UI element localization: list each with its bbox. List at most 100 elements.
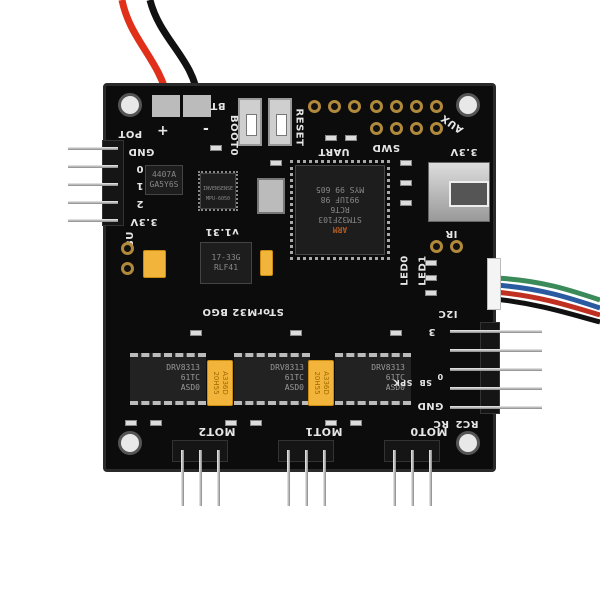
- capacitor-code: A336D: [322, 371, 330, 395]
- header-pin: [68, 201, 118, 204]
- header-pin: [181, 450, 184, 506]
- mosfet-model: 4407A: [151, 170, 177, 179]
- i2c-cable-red: [494, 289, 600, 318]
- boot0-label: BOOT0: [227, 115, 239, 156]
- capacitor-marking: A336D 20H55: [308, 360, 334, 406]
- crystal: [257, 178, 285, 214]
- smd-resistor: [150, 420, 162, 426]
- header-pin: [68, 147, 118, 150]
- tantalum-capacitor: [260, 250, 273, 276]
- imu-brand: INVENSENSE: [202, 186, 234, 192]
- uart-pad: [308, 100, 321, 113]
- smd-resistor: [290, 330, 302, 336]
- header-pin: [199, 450, 202, 506]
- driver-code: ASD0: [385, 383, 405, 392]
- boot0-button[interactable]: [238, 98, 262, 146]
- v33-left-label: 3.3V: [130, 216, 158, 227]
- plus-label: +: [157, 123, 170, 139]
- swd-pad: [410, 122, 423, 135]
- regulator-lot: RLF41: [213, 263, 239, 272]
- aux-pad: [370, 100, 383, 113]
- driver-model: DRV8313: [371, 363, 405, 372]
- sb-label: SB: [419, 378, 432, 387]
- tantalum-capacitor: A336D 20H55: [308, 360, 334, 406]
- header-pin: [450, 387, 542, 390]
- led0-label: LED0: [399, 255, 411, 286]
- mcu-brand: ARM: [332, 225, 348, 234]
- smd-resistor: [190, 330, 202, 336]
- ir-pad: [450, 240, 463, 253]
- header-pin: [68, 219, 118, 222]
- pot-label: POT: [118, 128, 143, 139]
- reset-button[interactable]: [268, 98, 292, 146]
- usb-port-opening: [449, 181, 489, 207]
- voltage-regulator: 17-33G RLF41: [200, 242, 252, 284]
- smd-resistor: [125, 420, 137, 426]
- driver-lot: 61TC: [385, 373, 405, 382]
- smd-resistor: [350, 420, 362, 426]
- i2c-connector[interactable]: [487, 258, 501, 310]
- smd-resistor: [345, 135, 357, 141]
- motor-driver-chip-mot0: DRV8313 61TC ASD0: [335, 353, 411, 405]
- driver-model: DRV8313: [270, 363, 304, 372]
- i2c-cable-green: [494, 275, 600, 303]
- header-pin: [450, 368, 542, 371]
- mcu-package: RCT6: [330, 205, 350, 214]
- uart-pad: [328, 100, 341, 113]
- pin0-label: 0: [136, 163, 144, 174]
- aux-pad: [430, 100, 443, 113]
- pin2-label: 2: [136, 198, 144, 209]
- imu-chip: INVENSENSE MPU-6050: [198, 171, 238, 211]
- swd-pad: [430, 122, 443, 135]
- ir-pad: [430, 240, 443, 253]
- capacitor-lot: 20H55: [212, 371, 220, 395]
- i2c-cable-blue: [494, 282, 600, 311]
- header-pin: [68, 165, 118, 168]
- header-pin: [217, 450, 220, 506]
- header-pin: [450, 330, 542, 333]
- mot1-label: MOT1: [305, 425, 343, 438]
- header-pin: [450, 406, 542, 409]
- i2c-cable-black: [494, 296, 600, 325]
- tantalum-capacitor: A336D 20H55: [207, 360, 233, 406]
- header-pin: [287, 450, 290, 506]
- mcu-chip: ARM STM32F103 RCT6 991UF 98 MYS 99 605: [290, 160, 390, 260]
- ir-label: IR: [445, 228, 458, 239]
- battery-solder-pad: [152, 95, 180, 117]
- header-pin: [393, 450, 396, 506]
- mosfet-lot: GA5Y6S: [149, 180, 179, 189]
- minus-label: -: [203, 121, 210, 137]
- mounting-hole: [118, 431, 142, 455]
- header-pin: [450, 349, 542, 352]
- mot2-label: MOT2: [198, 425, 236, 438]
- swd-label: SWD: [372, 142, 401, 153]
- mounting-hole: [456, 93, 480, 117]
- swd-pad: [370, 122, 383, 135]
- smd-resistor: [270, 160, 282, 166]
- smd-resistor: [400, 200, 412, 206]
- capacitor-code: A336D: [221, 371, 229, 395]
- driver-lot: 61TC: [284, 373, 304, 382]
- bt-label: BT: [210, 100, 226, 111]
- uart-label: UART: [318, 146, 350, 157]
- usb-connector[interactable]: [428, 162, 490, 222]
- spk-label: SPK: [393, 378, 413, 387]
- smd-resistor: [425, 275, 437, 281]
- rc2-label: RC2: [455, 418, 479, 429]
- driver-model: DRV8313: [166, 363, 200, 372]
- smd-resistor: [250, 420, 262, 426]
- aux-pad: [390, 100, 403, 113]
- bu-pad: [121, 242, 134, 255]
- motor-driver-chip-mot2: DRV8313 61TC ASD0: [130, 353, 206, 405]
- capacitor-lot: 20H55: [313, 371, 321, 395]
- mcu-lot: 991UF 98: [320, 195, 360, 204]
- smd-resistor: [325, 135, 337, 141]
- smd-resistor: [425, 290, 437, 296]
- smd-resistor: [425, 260, 437, 266]
- uart-pad: [348, 100, 361, 113]
- gnd-left-label: GND: [128, 146, 155, 157]
- tantalum-capacitor: [143, 250, 166, 278]
- rc0-label: 0: [437, 372, 444, 381]
- header-pin: [411, 450, 414, 506]
- swd-pad: [390, 122, 403, 135]
